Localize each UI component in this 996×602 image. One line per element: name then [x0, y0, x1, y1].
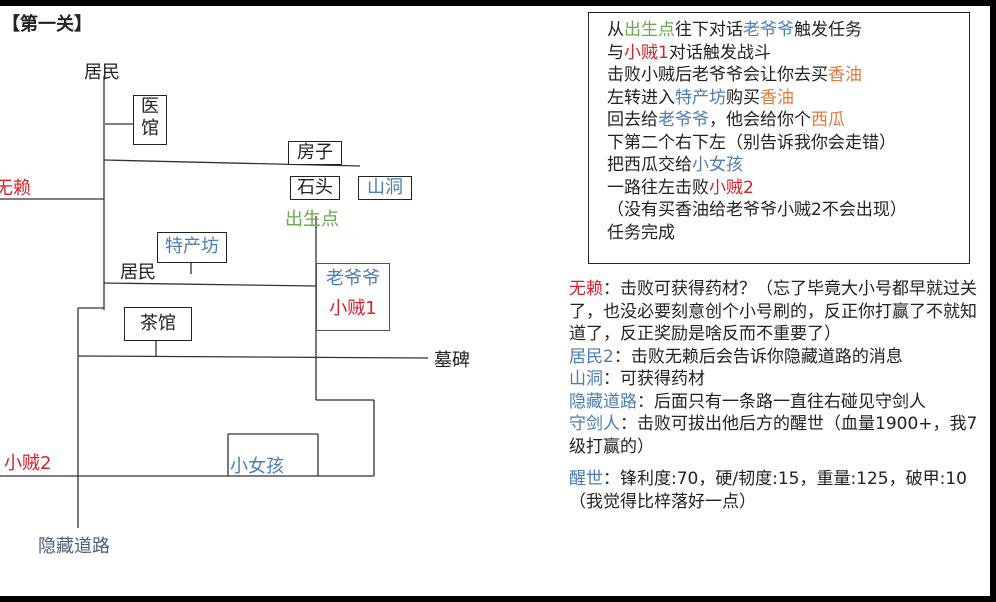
label-grandpa: 老爷爷 — [326, 268, 380, 289]
label-residents-mid: 居民 — [120, 262, 156, 283]
quest-step-1: 从出生点往下对话老爷爷触发任务 — [607, 20, 862, 40]
road-tombstone — [77, 355, 429, 359]
box-house: 房子 — [288, 141, 342, 165]
box-cave: 山洞 — [358, 176, 412, 200]
quest-step-5: 回去给老爷爷，他会给你个西瓜 — [607, 110, 845, 130]
label-hidden-road: 隐藏道路 — [38, 536, 110, 557]
box-teahouse: 茶馆 — [124, 307, 192, 341]
quest-step-8: 一路往左击败小贼2 — [607, 177, 754, 198]
label-girl: 小女孩 — [230, 456, 284, 477]
quest-step-9: （没有买香油给老爷爷小贼2不会出现） — [607, 200, 907, 220]
quest-step-7: 把西瓜交给小女孩 — [607, 155, 743, 175]
box-clinic: 医 馆 — [133, 95, 167, 145]
notes-section: 无赖：击败可获得药材？（忘了毕竟大小号都早就过关了，也没必要刻意创个小号刷的，反… — [569, 278, 985, 513]
note-xingshi: 醒世：锋利度:70，硬/韧度:15，重量:125，破甲:10（我觉得比梓落好一点… — [569, 469, 967, 512]
quest-step-4: 左转进入特产坊购买香油 — [607, 87, 794, 108]
road-house — [103, 159, 361, 167]
note-hidden-road: 隐藏道路：后面只有一条路一直往右碰见守剑人 — [569, 391, 926, 412]
quest-step-10: 任务完成 — [607, 222, 675, 243]
box-stone: 石头 — [290, 176, 340, 200]
note-wulai: 无赖：击败可获得药材？（忘了毕竟大小号都早就过关了，也没必要刻意创个小号刷的，反… — [569, 279, 977, 344]
label-tombstone: 墓碑 — [434, 350, 470, 371]
map-lines — [0, 76, 429, 528]
label-spawn: 出生点 — [285, 209, 339, 230]
quest-steps-box: 从出生点往下对话老爷爷触发任务 与小贼1对话触发战斗 击败小贼后老爷爷会让你去买… — [588, 12, 970, 264]
label-residents-top: 居民 — [84, 62, 120, 83]
label-thief2: 小贼2 — [4, 453, 52, 474]
note-residents2: 居民2：击败无赖后会告诉你隐藏道路的消息 — [569, 346, 903, 367]
quest-step-2: 与小贼1对话触发战斗 — [607, 42, 771, 63]
label-wulai: 无赖 — [0, 178, 31, 199]
label-thief1: 小贼1 — [329, 298, 377, 319]
quest-step-6: 下第二个右下左（别告诉我你会走错） — [607, 132, 896, 153]
guide-page: 【第一关】 居民 医 馆 房子 石头 山洞 无赖 出生点 特产坊 居民 老爷 — [0, 6, 990, 596]
note-cave: 山洞：可获得药材 — [569, 369, 705, 389]
box-grandpa-thief1: 老爷爷 小贼1 — [316, 263, 390, 331]
quest-step-3: 击败小贼后老爷爷会让你去买香油 — [607, 65, 862, 85]
note-sword-guard: 守剑人：击败可拔出他后方的醒世（血量1900+，我7级打赢的） — [569, 414, 978, 457]
note-gap — [569, 458, 985, 468]
level-title: 【第一关】 — [2, 14, 92, 35]
road-residents — [103, 282, 317, 287]
box-specialty-shop: 特产坊 — [157, 232, 227, 263]
